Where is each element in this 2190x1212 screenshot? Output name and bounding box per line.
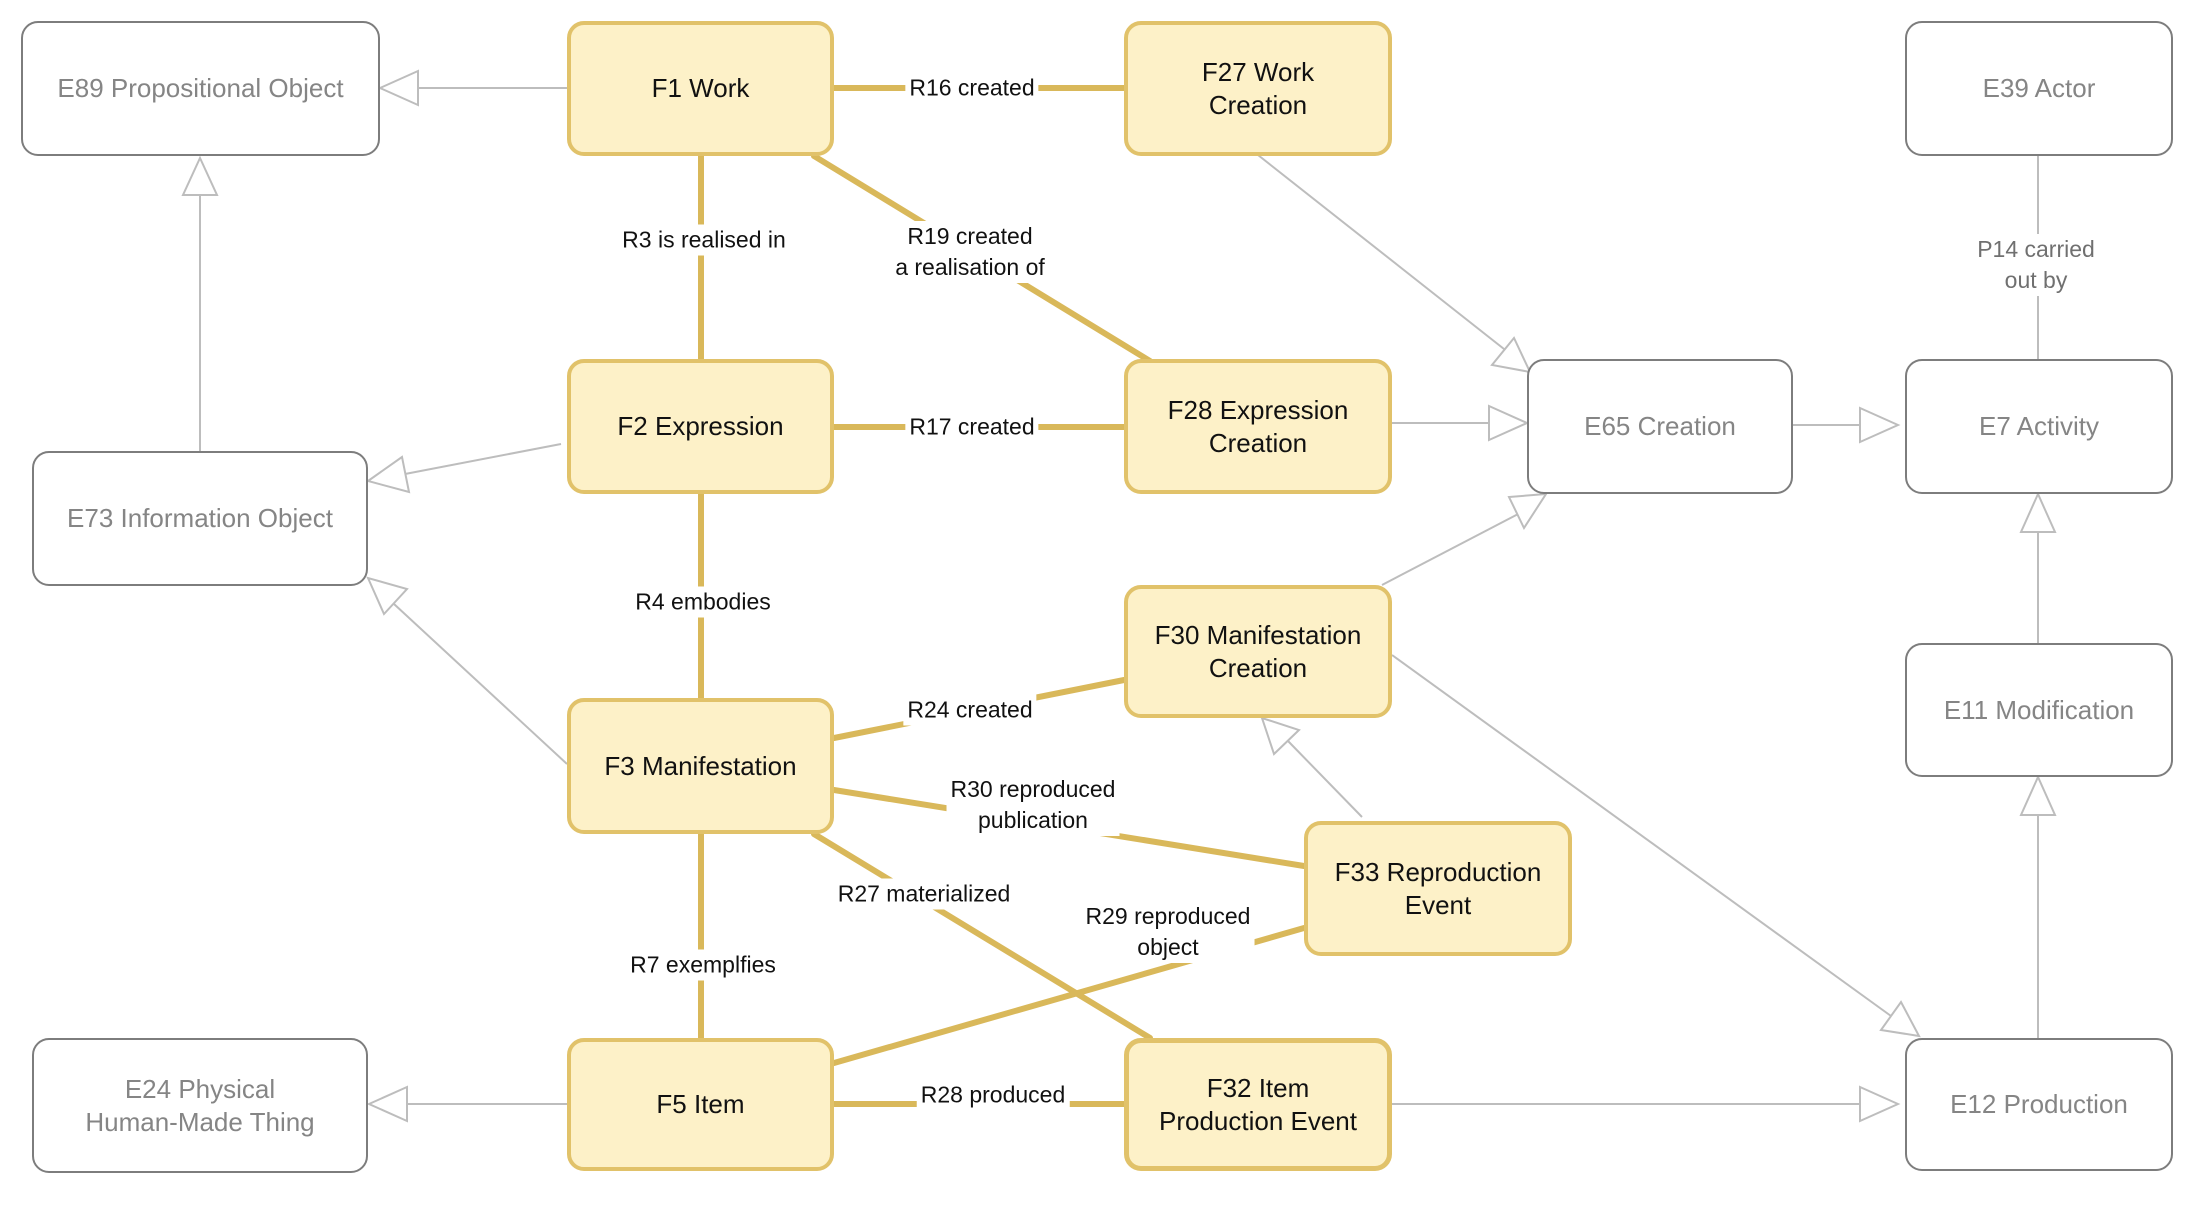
node-f1-work[interactable]: F1 Work xyxy=(567,21,834,156)
edge-f27-e65 xyxy=(1257,154,1505,350)
node-f30-manifestation-creation[interactable]: F30 Manifestation Creation xyxy=(1124,585,1392,718)
node-f32-item-production-event[interactable]: F32 Item Production Event xyxy=(1124,1038,1392,1171)
label-r29: R29 reproduced object xyxy=(1081,901,1255,963)
node-e12-production[interactable]: E12 Production xyxy=(1905,1038,2173,1171)
arrowhead-e89-from-f1 xyxy=(377,69,419,107)
arrowhead-e73-from-f3 xyxy=(366,576,409,616)
edge-f30-e65 xyxy=(1381,511,1523,586)
arrowhead-f30-from-f33 xyxy=(1260,716,1301,756)
arrowhead-e12-from-f32 xyxy=(1859,1085,1901,1123)
arrowhead-e11-from-e12 xyxy=(2019,774,2057,816)
label-p14: P14 carried out by xyxy=(1959,234,2113,296)
node-e39-actor[interactable]: E39 Actor xyxy=(1905,21,2173,156)
label-r28: R28 produced xyxy=(916,1079,1070,1111)
node-e11-modification[interactable]: E11 Modification xyxy=(1905,643,2173,777)
node-f2-expression[interactable]: F2 Expression xyxy=(567,359,834,494)
arrowhead-e73-from-f2 xyxy=(365,455,411,494)
node-e65-creation[interactable]: E65 Creation xyxy=(1527,359,1793,494)
node-f5-item[interactable]: F5 Item xyxy=(567,1038,834,1171)
label-r7: R7 exemplfies xyxy=(626,949,780,981)
label-r30: R30 reproduced publication xyxy=(946,774,1120,836)
label-r19: R19 created a realisation of xyxy=(891,221,1049,283)
label-r17: R17 created xyxy=(905,411,1039,443)
arrowhead-e65-from-f28 xyxy=(1488,404,1530,442)
arrowhead-e7-from-e65 xyxy=(1859,406,1901,444)
arrowhead-e89-from-e73 xyxy=(181,155,219,196)
node-f3-manifestation[interactable]: F3 Manifestation xyxy=(567,698,834,834)
label-r3: R3 is realised in xyxy=(618,224,790,256)
edge-f30-e12 xyxy=(1391,654,1892,1017)
edge-r27 xyxy=(811,831,1153,1041)
label-r24: R24 created xyxy=(903,694,1037,726)
node-f27-work-creation[interactable]: F27 Work Creation xyxy=(1124,21,1392,156)
arrowhead-e65-from-f30 xyxy=(1507,492,1548,531)
arrowhead-e65-from-f27 xyxy=(1490,336,1532,374)
edge-f3-e73 xyxy=(393,603,568,765)
arrowhead-e24-from-f5 xyxy=(366,1085,408,1123)
label-r27: R27 materialized xyxy=(833,878,1015,910)
arrowhead-e7-from-e11 xyxy=(2019,491,2057,533)
edge-f2-e73 xyxy=(404,443,562,475)
arrowhead-e12-from-f30 xyxy=(1879,1000,1921,1038)
label-r16: R16 created xyxy=(905,72,1039,104)
label-r4: R4 embodies xyxy=(631,586,775,618)
node-e73-information-object[interactable]: E73 Information Object xyxy=(32,451,368,586)
node-e7-activity[interactable]: E7 Activity xyxy=(1905,359,2173,494)
node-e89-propositional-object[interactable]: E89 Propositional Object xyxy=(21,21,380,156)
edge-f33-f30 xyxy=(1287,740,1363,818)
node-f33-reproduction-event[interactable]: F33 Reproduction Event xyxy=(1304,821,1572,956)
node-f28-expression-creation[interactable]: F28 Expression Creation xyxy=(1124,359,1392,494)
node-e24-physical-human-made-thing[interactable]: E24 Physical Human-Made Thing xyxy=(32,1038,368,1173)
